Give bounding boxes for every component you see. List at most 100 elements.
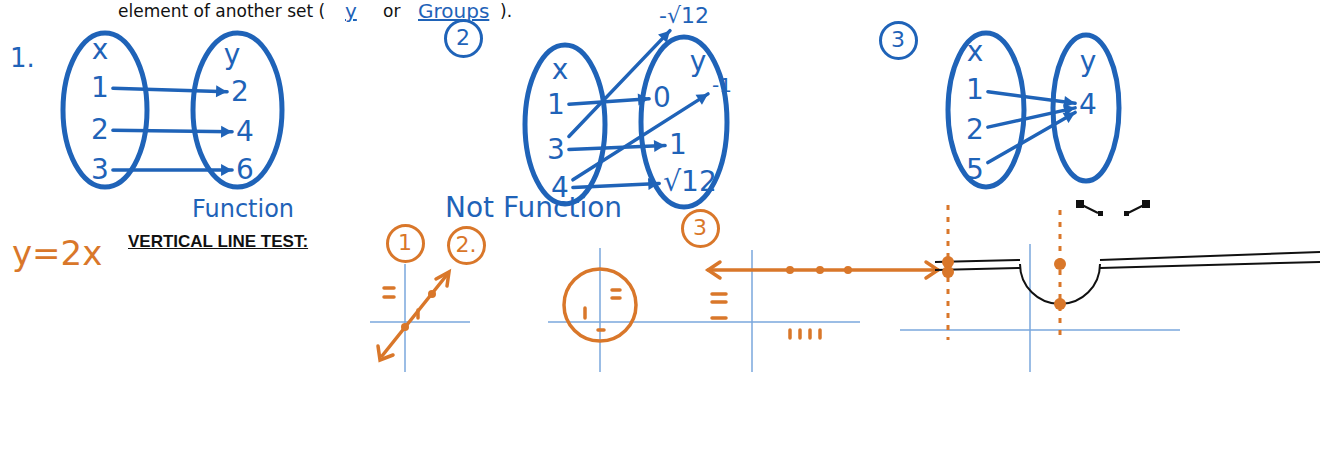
set-value: 1	[89, 72, 111, 104]
set-element: 2	[964, 114, 986, 146]
circled-number-text: 2	[456, 26, 470, 50]
circled-number-text: 3	[693, 216, 707, 240]
set-value: 1	[545, 89, 567, 121]
set-heading: y	[690, 46, 707, 78]
vertical-test-points	[942, 256, 1066, 310]
set-element: 1	[545, 89, 567, 121]
set-value: 0	[651, 82, 673, 114]
note-text: ).	[500, 2, 512, 22]
graph-4-eyes	[1076, 200, 1150, 216]
arrow-head	[1063, 112, 1076, 123]
note-text: element of another set (	[118, 2, 325, 22]
set-heading: x	[92, 34, 109, 66]
graph-4-face	[935, 205, 1320, 304]
mapping-arrow	[988, 92, 1075, 108]
note-text: Not Function	[445, 192, 622, 224]
circled-number: 3	[879, 21, 918, 60]
graph-3-points	[786, 266, 852, 274]
circled-number: 2	[444, 19, 483, 58]
set-element: 3	[545, 134, 567, 166]
arrow-head	[221, 126, 232, 138]
set-element: 2	[89, 114, 111, 146]
oval-outline	[945, 30, 1027, 190]
set-element: 1	[964, 74, 986, 106]
set-element: 5	[964, 154, 986, 186]
set-element: -1	[710, 74, 734, 97]
circled-number: 1	[386, 224, 425, 263]
set-element: √12	[661, 166, 718, 198]
note-text: VERTICAL LINE TEST:	[128, 232, 308, 252]
set-value: 1	[964, 74, 986, 106]
graph-3-line	[708, 262, 938, 338]
mapping-line	[113, 130, 232, 132]
set-heading: x	[967, 36, 984, 68]
graph-1-line	[378, 272, 449, 360]
note-text: Groups	[418, 0, 489, 23]
set-value: 3	[545, 134, 567, 166]
oval-stroke	[193, 33, 282, 187]
set-value: 6	[234, 154, 256, 186]
mapping-arrow	[113, 126, 232, 138]
set-element: 6	[234, 154, 256, 186]
set-value: 4	[234, 116, 256, 148]
mapping-arrow	[113, 85, 227, 97]
set-oval: y4	[1050, 32, 1122, 184]
set-value: 2	[89, 114, 111, 146]
set-element: 3	[89, 154, 111, 186]
set-element: 0	[651, 82, 673, 114]
set-value: 2	[964, 114, 986, 146]
set-element: 4	[234, 116, 256, 148]
oval-stroke	[641, 37, 727, 207]
set-value: 5	[964, 154, 986, 186]
set-element: 2	[229, 76, 251, 108]
set-value: 2	[229, 76, 251, 108]
note-text: y=2x	[12, 234, 102, 273]
graph-1-points	[401, 290, 436, 331]
mapping-line	[113, 88, 227, 91]
set-oval: y-101√12	[638, 34, 730, 210]
mapping-line	[569, 99, 649, 104]
arrow-head	[221, 164, 232, 176]
mapping-arrow	[988, 104, 1075, 127]
set-element: -√12	[657, 3, 711, 28]
set-value: -√12	[657, 3, 711, 28]
mapping-line	[569, 146, 665, 150]
graph-2-circle	[564, 269, 636, 341]
circled-number: 3	[681, 209, 720, 248]
note-text: y	[345, 0, 357, 23]
arrow-head	[216, 85, 227, 97]
axes	[370, 244, 1180, 372]
mapping-line	[988, 108, 1075, 127]
oval-stroke	[63, 33, 147, 187]
vertical-test-lines	[948, 205, 1060, 340]
circled-number-text: 3	[891, 28, 905, 52]
set-heading: y	[224, 39, 241, 71]
circled-number-text: 2.	[456, 233, 477, 257]
note-text: or	[383, 2, 400, 22]
set-heading: x	[552, 54, 569, 86]
arrow-head	[654, 140, 665, 152]
mapping-line	[573, 183, 659, 187]
set-value: -1	[710, 74, 734, 97]
set-oval: x 1 2 5	[945, 30, 1027, 190]
set-heading: y	[1080, 46, 1097, 78]
note-text: 1.	[10, 44, 35, 74]
set-oval: x 1 2 3	[60, 30, 150, 190]
circled-number-text: 1	[398, 231, 412, 255]
oval-stroke	[1053, 35, 1119, 181]
mapping-line	[988, 92, 1075, 104]
set-oval: x134	[522, 42, 608, 207]
circled-number: 2.	[447, 226, 486, 265]
set-value: 1	[667, 129, 689, 161]
arrow-head	[696, 94, 709, 105]
set-element: 1	[667, 129, 689, 161]
set-oval: y 2 4 6	[190, 30, 285, 190]
set-element: 4	[1077, 89, 1099, 121]
oval-stroke	[948, 33, 1024, 187]
set-value: 4	[1077, 89, 1099, 121]
note-text: Function	[192, 196, 294, 224]
mapping-arrow	[573, 178, 659, 190]
oval-stroke	[525, 45, 605, 204]
set-value: 3	[89, 154, 111, 186]
